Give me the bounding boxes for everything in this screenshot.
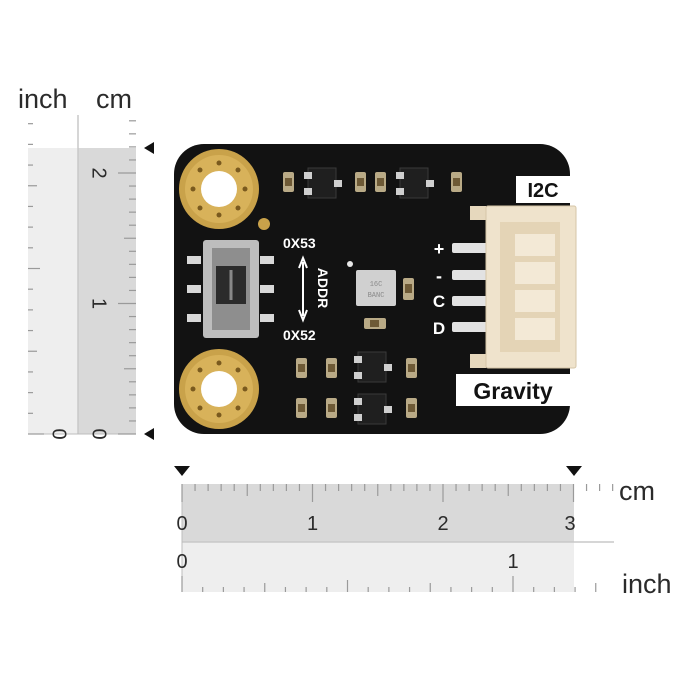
bottom-marker-triangle: [144, 428, 154, 440]
chip-marking: BANC: [368, 292, 385, 300]
pin-label-plus: +: [434, 239, 445, 259]
horizontal-cm-number: 2: [437, 513, 448, 535]
addr-arrow-icon: [298, 255, 308, 323]
top-components: [283, 167, 462, 199]
brand-label: Gravity: [473, 378, 552, 404]
top-marker-triangle: [144, 142, 154, 154]
vertical-inch-number: 0: [48, 428, 70, 439]
left-marker-triangle: [174, 466, 190, 476]
horizontal-ruler: [181, 484, 614, 592]
vertical-ruler: [28, 115, 136, 435]
sensor-chip: 16C BANC: [347, 261, 414, 329]
horizontal-cm-number: 1: [307, 513, 318, 535]
pin-label-c: C: [433, 292, 445, 311]
i2c-label-box: I2C: [516, 176, 570, 203]
address-switch: [187, 240, 274, 338]
mounting-hole-top: [179, 149, 259, 229]
addr-high-label: 0X53: [283, 235, 316, 251]
pin-label-d: D: [433, 319, 445, 338]
bottom-components: [296, 351, 417, 425]
jst-connector: [470, 205, 577, 369]
addr-title-label: ADDR: [315, 268, 331, 308]
horizontal-cm-number: 3: [564, 513, 575, 535]
chip-marking: 16C: [370, 281, 383, 289]
horizontal-inch-unit: inch: [622, 569, 672, 599]
horizontal-inch-number: 1: [507, 551, 518, 573]
vertical-cm-number: 1: [88, 298, 110, 309]
right-marker-triangle: [566, 466, 582, 476]
vertical-cm-number: 0: [88, 428, 110, 439]
vertical-cm-unit: cm: [96, 84, 132, 114]
addr-low-label: 0X52: [283, 327, 316, 343]
pin-label-minus: -: [436, 266, 442, 286]
mounting-hole-bottom: [179, 349, 259, 429]
sensor-board: 0X53 0X52 ADDR 16C BANC: [174, 144, 577, 434]
horizontal-cm-number: 0: [176, 513, 187, 535]
bus-label: I2C: [527, 180, 558, 202]
gravity-label-box: Gravity: [456, 374, 570, 406]
connector-pins: [452, 243, 490, 332]
horizontal-cm-unit: cm: [619, 476, 655, 506]
horizontal-inch-number: 0: [176, 551, 187, 573]
vertical-cm-number: 2: [88, 167, 110, 178]
vertical-inch-unit: inch: [18, 84, 68, 114]
